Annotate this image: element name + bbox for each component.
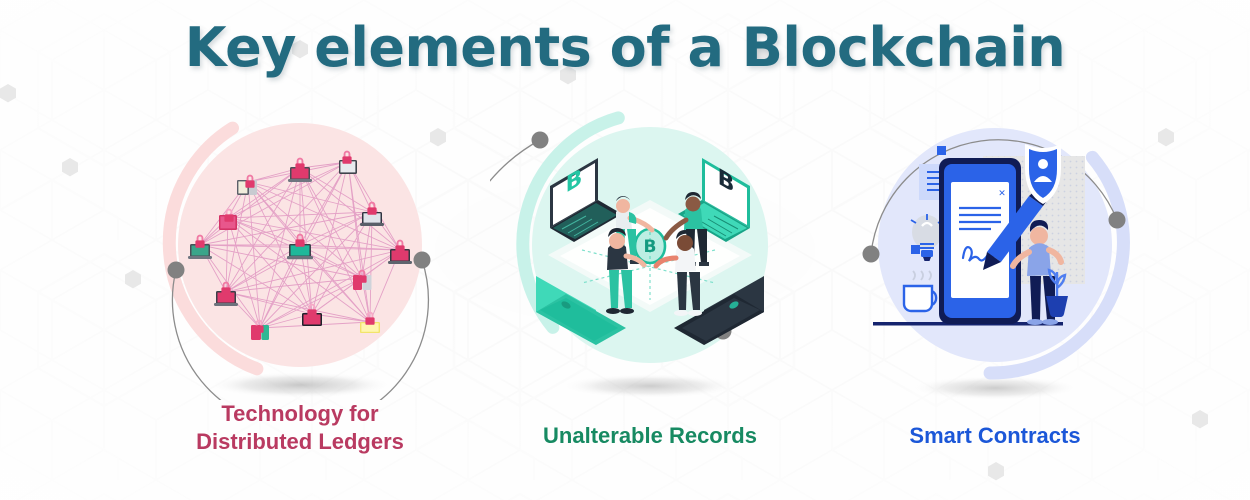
page-title: Key elements of a Blockchain [184,16,1066,79]
decor-arc-pink [162,100,446,384]
decor-orbit [862,139,1126,263]
tablet-device [939,158,1021,324]
decor-arc-blue [854,104,1130,380]
person-back-left [616,196,655,264]
laptop-front-right [674,276,764,345]
bitcoin-coin: B [633,227,667,265]
svg-text:B: B [718,163,735,199]
illustration-four-laptops-with-bitcoin-and-people: B B [490,106,792,398]
ground-shadow [911,376,1079,400]
decor-arc-mint [516,106,792,382]
network-nodes [188,150,412,340]
coffee-mug-icon [902,270,938,313]
panel-unalterable-records[interactable]: B B [490,100,810,500]
laptop-back-left: B [550,158,622,242]
decor-orbit [167,251,431,400]
svg-text:B: B [644,237,657,257]
illustration-tablet-contract-signing-with-shield: ✕ [854,104,1130,400]
illustration-network-of-devices-with-padlocks [162,100,446,400]
ground-shadow [562,374,738,398]
person-glyph [1038,159,1048,169]
plant-icon [1046,268,1068,318]
panel-smart-contracts[interactable]: ✕ [835,100,1155,500]
shield-badge [1025,144,1061,204]
person-front-right [653,230,702,316]
panel-caption-smart-contracts: Smart Contracts [909,423,1081,448]
svg-text:B: B [566,163,583,199]
pattern-hex-nodes [0,40,1208,481]
panel-caption-unalterable-records: Unalterable Records [543,423,757,448]
panel-caption-distributed-ledgers: Technology for Distributed Ledgers [196,401,404,454]
ground-shadow [208,372,392,398]
laptop-front-left [536,276,626,345]
network-links [199,161,401,329]
decor-orbit [490,131,549,182]
svg-text:✕: ✕ [998,189,1006,199]
person-front-left [606,228,647,314]
panel-distributed-ledgers[interactable]: Technology for Distributed Ledgers [140,100,460,500]
